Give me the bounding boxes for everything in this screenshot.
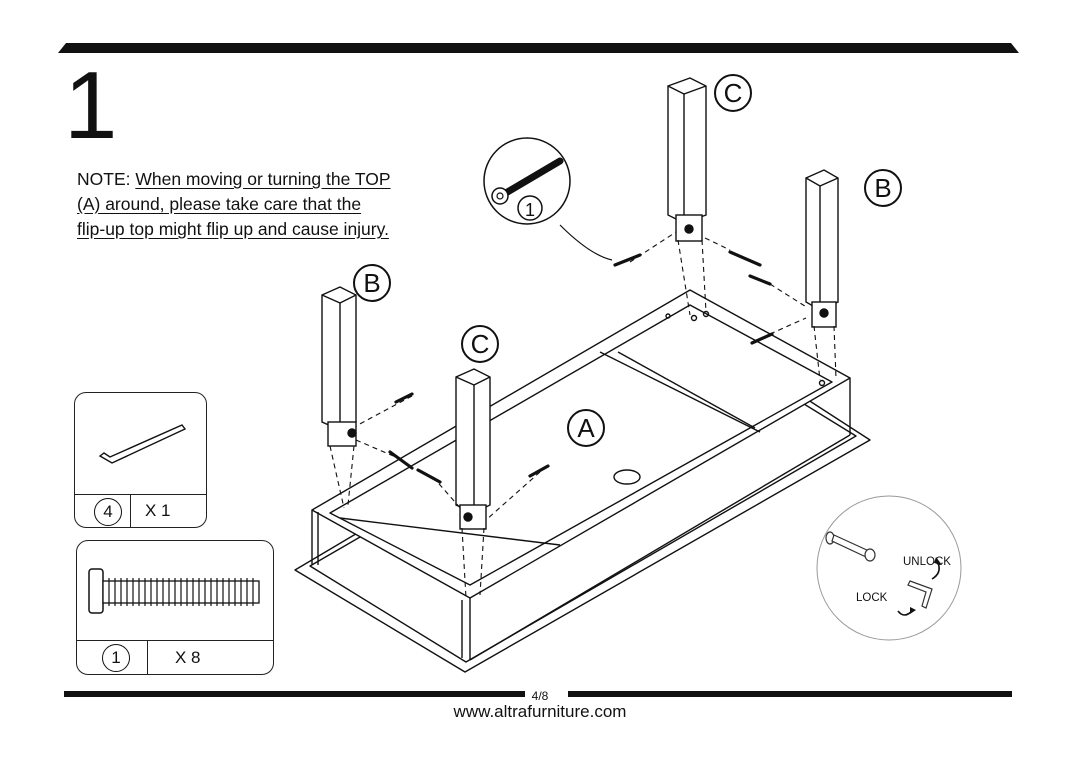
lock-detail-circle [816, 495, 962, 641]
page-number: 4/8 [525, 689, 555, 703]
label-b-left: B [353, 264, 391, 302]
allen-key-icon [98, 424, 187, 464]
bolt-id: 1 [102, 644, 130, 672]
step-number: 1 [64, 52, 118, 159]
label-a-top: A [567, 409, 605, 447]
hardware-panel-bolt: 1 X 8 [76, 540, 274, 675]
bolt-row: 1 X 8 [77, 640, 273, 674]
bolt-icon [88, 568, 260, 614]
label-b-right: B [864, 169, 902, 207]
safety-note: NOTE: When moving or turning the TOP (A)… [77, 167, 457, 242]
footer-rule-left [64, 691, 528, 697]
leg-b-right [805, 169, 839, 328]
bolts [388, 250, 774, 484]
leg-c-back [667, 77, 707, 242]
note-line-2: (A) around, please take care that the [77, 194, 362, 214]
label-c-front: C [461, 325, 499, 363]
leg-b-left [321, 286, 357, 447]
leg-c-front [455, 368, 491, 530]
bolt-qty: X 8 [175, 648, 201, 667]
hardware-panel-allen-key: 4 X 1 [74, 392, 207, 528]
website-url: www.altrafurniture.com [453, 702, 627, 721]
top-rule [58, 43, 1019, 53]
allen-key-id: 4 [94, 498, 122, 526]
note-line-3: flip-up top might flip up and cause inju… [77, 219, 389, 239]
lock-label: LOCK [856, 592, 888, 604]
allen-key-row: 4 X 1 [75, 494, 206, 527]
footer-rule-right [568, 691, 1012, 697]
allen-key-qty: X 1 [145, 501, 171, 520]
note-prefix: NOTE: [77, 169, 131, 189]
bolt-callout [483, 137, 571, 225]
note-line-1: When moving or turning the TOP [135, 169, 391, 189]
unlock-label: UNLOCK [903, 556, 951, 568]
label-c-back: C [714, 74, 752, 112]
bolt-callout-number: 1 [524, 200, 535, 220]
